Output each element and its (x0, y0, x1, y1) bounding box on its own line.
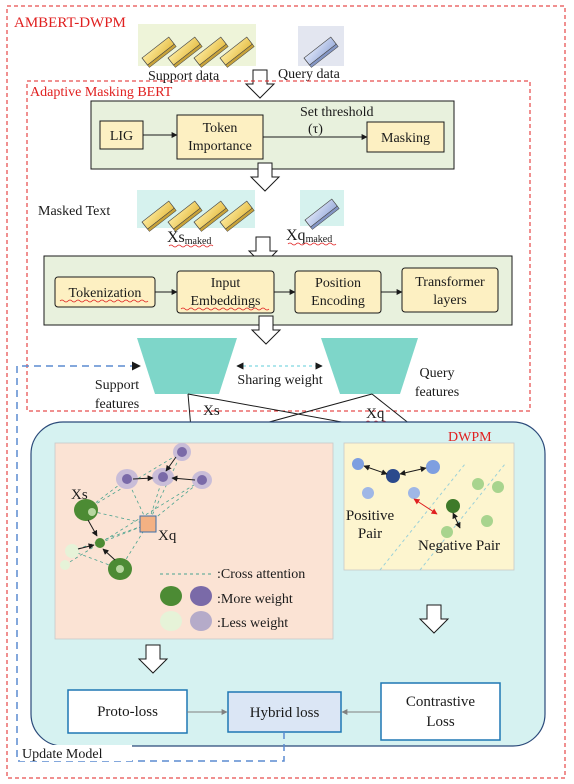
threshold-label: Set threshold (300, 105, 374, 120)
legend-less-green (160, 611, 182, 631)
legend-more-weight: :More weight (217, 592, 293, 607)
threshold-symbol: (τ) (308, 122, 323, 137)
down-arrow-icon (249, 162, 281, 192)
query-features-line1: Query (420, 366, 455, 381)
down-arrow-icon (137, 644, 169, 674)
support-purple-nodes (116, 443, 212, 489)
masked-text-label: Masked Text (38, 204, 110, 219)
boundary-line (419, 463, 506, 571)
input-embeddings-line2: Embeddings (191, 294, 261, 309)
legend-less-purple (190, 611, 212, 631)
negative-pair-arrow (413, 498, 438, 515)
update-model-label: Update Model (22, 747, 103, 762)
transformer-line1: Transformer (415, 275, 485, 290)
token-importance-line2: Importance (188, 139, 252, 154)
green-points (441, 478, 504, 538)
masking-label: Masking (381, 131, 430, 146)
query-data-icon (298, 26, 344, 68)
down-arrow-icon (250, 315, 282, 345)
positive-pair-line2: Pair (358, 526, 382, 542)
query-data-label: Query data (278, 67, 341, 82)
dwpm-title: DWPM (448, 430, 492, 445)
lig-label: LIG (110, 129, 133, 144)
query-features-line2: features (415, 385, 459, 400)
down-arrow-icon (244, 69, 276, 99)
blue-points (352, 458, 440, 499)
main-title: AMBERT-DWPM (14, 15, 126, 31)
xs-flow-label: Xs (203, 403, 220, 419)
down-arrow-icon (418, 604, 450, 634)
support-data-icon (138, 24, 256, 68)
support-features-line2: features (95, 397, 139, 412)
contrastive-loss-line2: Loss (426, 714, 455, 730)
proto-loss-label: Proto-loss (97, 704, 158, 720)
query-node (139, 515, 157, 533)
spellcheck-underline (168, 244, 214, 248)
tokenization-label: Tokenization (69, 286, 142, 301)
legend-less-weight: :Less weight (217, 616, 288, 631)
xs-masked-label: Xsmaked (167, 229, 211, 247)
spellcheck-underline (180, 307, 270, 311)
xs-node-label: Xs (71, 487, 88, 503)
xq-masked-label: Xqmaked (286, 227, 332, 245)
ambert-title: Adaptive Masking BERT (30, 85, 173, 100)
support-data-label: Support data (148, 69, 220, 84)
boundary-line (379, 463, 466, 571)
position-encoding-line2: Encoding (311, 294, 365, 309)
legend-more-purple (190, 586, 212, 606)
spellcheck-underline (59, 299, 149, 303)
proto-loss-box (67, 689, 188, 734)
query-encoder-trapezoid (321, 338, 418, 394)
token-importance-line1: Token (203, 121, 238, 136)
positive-pair-line1: Positive (346, 508, 395, 524)
transformer-layers-box (401, 267, 499, 313)
input-embeddings-line1: Input (211, 276, 241, 291)
hybrid-loss-label: Hybrid loss (250, 705, 320, 721)
legend-more-green (160, 586, 182, 606)
support-features-line1: Support (95, 378, 139, 393)
position-encoding-line1: Position (315, 276, 361, 291)
xq-flow-label: Xq (366, 406, 385, 422)
transformer-line2: layers (433, 293, 466, 308)
masked-support-icon (137, 190, 255, 232)
spellcheck-underline (287, 242, 337, 246)
masked-query-icon (300, 190, 344, 230)
contrastive-loss-line1: Contrastive (406, 694, 475, 710)
negative-pair-label: Negative Pair (418, 538, 500, 554)
support-encoder-trapezoid (137, 338, 237, 394)
xq-node-label: Xq (158, 528, 177, 544)
contrastive-loss-box (380, 682, 501, 741)
support-green-nodes (60, 499, 132, 580)
token-importance-box (176, 114, 264, 160)
legend-cross-attention: :Cross attention (217, 567, 305, 582)
update-model-loop (16, 361, 285, 762)
ambert-frame (26, 80, 531, 412)
masking-box (366, 121, 445, 153)
sharing-weight-label: Sharing weight (237, 373, 322, 388)
update-model-label-bg (20, 745, 132, 761)
